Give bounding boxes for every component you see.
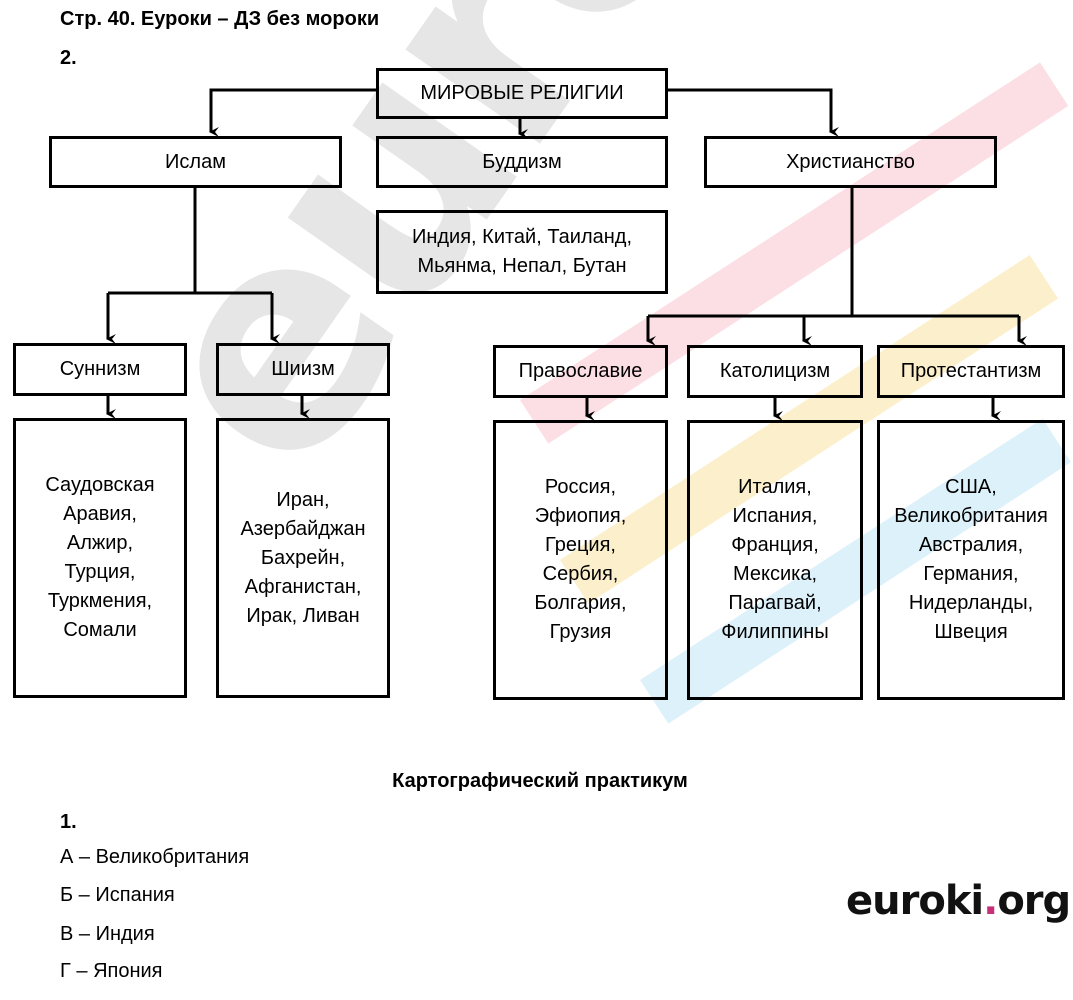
country-line: Италия, (738, 476, 812, 498)
box-shiism: Шиизм (216, 343, 390, 396)
country-line: Эфиопия, (534, 505, 627, 527)
practicum-task-number: 1. (60, 811, 77, 833)
country-line: Мексика, (732, 563, 818, 585)
logo-main: euroki (846, 878, 984, 924)
box-world-religions: МИРОВЫЕ РЕЛИГИИ (376, 68, 668, 119)
country-line: Турция, (64, 561, 136, 583)
box-buddhism: Буддизм (376, 136, 668, 188)
box-sunni-countries: Саудовская Аравия, Алжир, Турция, Туркме… (13, 418, 187, 698)
euroki-logo: euroki.org (846, 878, 1071, 924)
country-line: Ирак, Ливан (246, 604, 360, 627)
box-buddhism-countries: Индия, Китай, Таиланд, Мьянма, Непал, Бу… (376, 210, 668, 294)
box-islam: Ислам (49, 136, 342, 188)
box-protestantism-countries: США, Великобритания Австралия, Германия,… (877, 420, 1065, 700)
box-protestantism: Протестантизм (877, 345, 1065, 398)
box-shia-countries: Иран, Азербайджан Бахрейн, Афганистан, И… (216, 418, 390, 698)
answer-item: Г – Япония (60, 960, 163, 982)
box-sunnism: Суннизм (13, 343, 187, 396)
country-line: Саудовская (45, 474, 155, 496)
answer-item: А – Великобритания (60, 846, 250, 868)
country-line: Швеция (934, 621, 1008, 643)
country-line: Нидерланды, (908, 592, 1034, 614)
country-line: США, (945, 476, 997, 498)
logo-tld: org (997, 878, 1071, 924)
box-catholicism: Католицизм (687, 345, 863, 398)
country-line: Германия, (923, 563, 1019, 585)
country-line: Испания, (732, 505, 818, 527)
country-line: Алжир, (66, 532, 134, 554)
box-catholicism-countries: Италия, Испания, Франция, Мексика, Параг… (687, 420, 863, 700)
country-line: Мьянма, Непал, Бутан (417, 255, 627, 277)
country-line: Индия, Китай, Таиланд, (411, 226, 633, 248)
country-line: Афганистан, (244, 575, 362, 598)
country-line: Грузия (549, 621, 612, 643)
box-orthodoxy-countries: Россия, Эфиопия, Греция, Сербия, Болгари… (493, 420, 668, 700)
practicum-title: Картографический практикум (392, 770, 688, 792)
country-line: Азербайджан (240, 517, 366, 540)
answer-item: В – Индия (60, 923, 155, 945)
page-title: Стр. 40. Еуроки – ДЗ без мороки (60, 8, 380, 30)
country-line: Болгария, (534, 592, 627, 614)
country-line: Сербия, (542, 563, 619, 585)
country-line: Греция, (545, 534, 616, 556)
box-orthodoxy: Православие (493, 345, 668, 398)
box-christianity: Христианство (704, 136, 997, 188)
country-line: Австралия, (918, 534, 1024, 556)
country-line: Парагвай, (728, 592, 822, 614)
answer-item: Б – Испания (60, 884, 175, 906)
country-line: Сомали (63, 619, 137, 641)
country-line: Россия, (544, 476, 617, 498)
country-line: Франция, (731, 534, 819, 556)
country-line: Иран, (276, 488, 330, 511)
logo-dot: . (983, 878, 998, 924)
country-line: Бахрейн, (260, 546, 346, 569)
country-line: Великобритания (894, 505, 1048, 527)
country-line: Туркмения, (47, 590, 153, 612)
country-line: Аравия, (63, 503, 137, 525)
country-line: Филиппины (721, 621, 829, 643)
task-number: 2. (60, 47, 77, 69)
